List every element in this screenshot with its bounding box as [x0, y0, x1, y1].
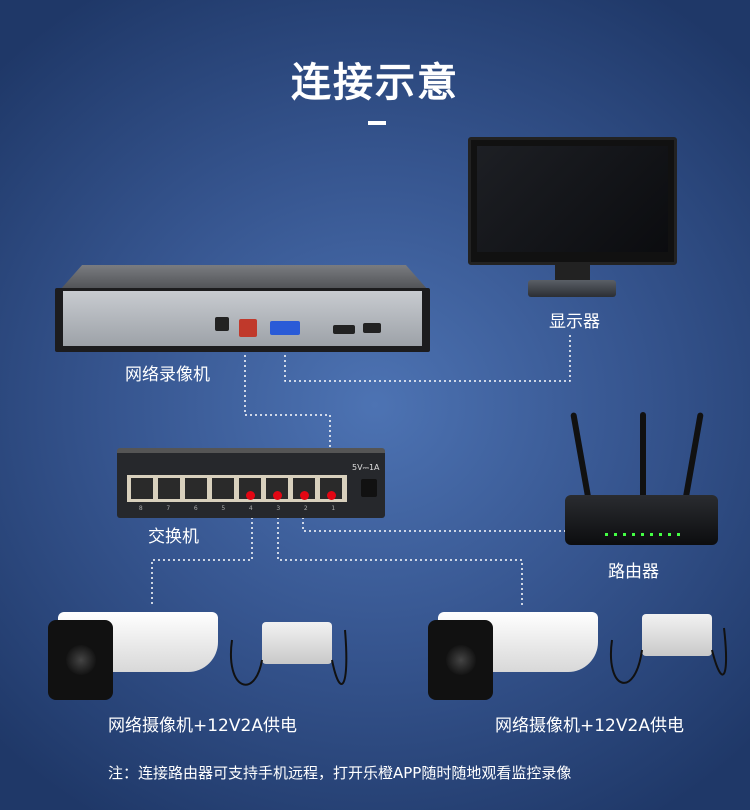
router-antenna [640, 412, 646, 502]
port-number: 7 [166, 505, 171, 512]
title-underline [368, 121, 386, 125]
camera-right-image [428, 612, 598, 700]
monitor-base [528, 280, 616, 297]
port-marker [246, 491, 255, 500]
router-label: 路由器 [608, 562, 659, 582]
port-number: 1 [331, 505, 336, 512]
nvr-image [55, 288, 430, 352]
port-marker [327, 491, 336, 500]
port-number: 4 [248, 505, 253, 512]
switch-to-camera-right-line [277, 497, 523, 605]
port-number: 3 [276, 505, 281, 512]
nvr-top [60, 265, 428, 290]
nvr-label: 网络录像机 [125, 365, 210, 385]
switch-label: 交换机 [148, 527, 199, 547]
power-adapter-left [262, 622, 332, 664]
port-number: 8 [138, 505, 143, 512]
monitor-label: 显示器 [549, 312, 600, 332]
port-number: 5 [221, 505, 226, 512]
port-marker [300, 491, 309, 500]
port-marker [273, 491, 282, 500]
port-number: 6 [193, 505, 198, 512]
camera-left-label: 网络摄像机+12V2A供电 [108, 716, 297, 736]
switch-power-text: 5V⎓1A [352, 463, 380, 472]
power-adapter-right [642, 614, 712, 656]
monitor-stand [555, 265, 590, 283]
switch-image: 5V⎓1A 8 7 6 5 4 3 2 1 [117, 448, 385, 518]
camera-left-image [48, 612, 218, 700]
switch-to-camera-left-line [151, 497, 253, 605]
port-number: 2 [303, 505, 308, 512]
monitor-image [468, 137, 677, 265]
page-title: 连接示意 [291, 60, 459, 106]
footer-note: 注：连接路由器可支持手机远程，打开乐橙APP随时随地观看监控录像 [108, 764, 572, 782]
router-image [565, 495, 718, 545]
camera-right-label: 网络摄像机+12V2A供电 [495, 716, 684, 736]
nvr-to-monitor-line [284, 335, 571, 382]
